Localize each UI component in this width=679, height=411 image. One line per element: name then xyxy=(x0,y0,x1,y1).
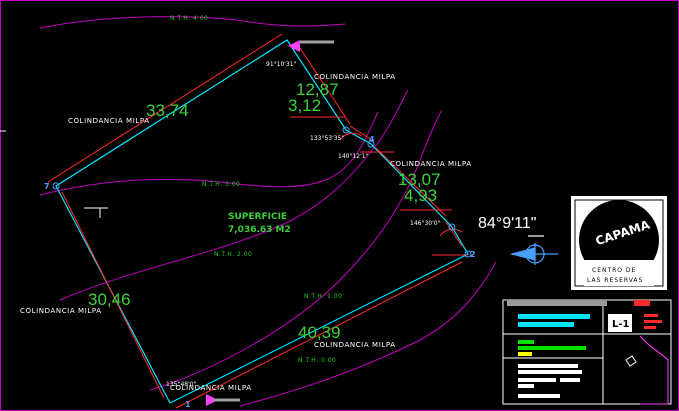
logo-text-line1: CENTRO DE xyxy=(592,267,636,274)
contour-label-0: N.T.H. 0.00 xyxy=(298,357,336,364)
azimuth-angle-label: 84°9'11" xyxy=(478,215,536,232)
distance-label: 30,46 xyxy=(88,290,131,309)
angle-label: 91°10'31" xyxy=(266,61,297,68)
distance-label: 12,87 xyxy=(296,80,339,99)
boundary-label: COLINDANCIA MILPA xyxy=(170,384,252,392)
contour-line-1 xyxy=(149,109,443,391)
cursor-crosshair-icon[interactable] xyxy=(84,207,108,218)
distance-label: 40,39 xyxy=(298,323,341,342)
distance-label: 3,12 xyxy=(288,96,321,115)
angle-label: 133°53'35" xyxy=(310,135,344,142)
vertex-markers xyxy=(52,40,472,406)
contour-label-2: N.T.H. 2.00 xyxy=(214,251,252,258)
boundary-label: COLINDANCIA MILPA xyxy=(68,117,150,125)
contour-lines xyxy=(39,16,497,407)
logo-block: CAPAMA CENTRO DE LAS RESERVAS xyxy=(571,196,667,290)
distance-label: 4,93 xyxy=(404,186,437,205)
north-arrow-icon xyxy=(509,235,558,265)
vertex-label: 7 xyxy=(44,182,50,191)
contour-line-4 xyxy=(39,16,346,29)
boundary-label: COLINDANCIA MILPA xyxy=(390,160,472,168)
vertex-label: 4 xyxy=(369,135,375,144)
logo-text-line2: LAS RESERVAS xyxy=(587,277,643,284)
contour-line-2 xyxy=(59,89,409,301)
boundary-label: COLINDANCIA MILPA xyxy=(20,307,102,315)
surface-value: 7,036.63 M2 xyxy=(228,225,291,235)
boundary-label: COLINDANCIA MILPA xyxy=(314,341,396,349)
angle-label: 140°12'1" xyxy=(338,153,369,160)
title-block: L-1 xyxy=(502,299,672,405)
boundary-label: COLINDANCIA MILPA xyxy=(314,73,396,81)
contour-label-4: N.T.H. 4.00 xyxy=(170,15,208,22)
contour-label-3: N.T.H. 3.00 xyxy=(202,181,240,188)
lot-polygon xyxy=(55,39,469,404)
vertex-label: 1 xyxy=(185,400,191,409)
distance-label: 33,74 xyxy=(146,101,189,120)
sheet-number: L-1 xyxy=(612,319,630,330)
vertex-label: 2 xyxy=(470,250,476,259)
contour-line-0 xyxy=(239,261,497,407)
angle-label: 135°48'0" xyxy=(166,381,197,388)
contour-label-1: N.T.H. 1.00 xyxy=(304,293,342,300)
surface-title: SUPERFICIE xyxy=(228,212,287,222)
contour-line-3 xyxy=(39,111,379,196)
distance-label: 13,07 xyxy=(398,170,441,189)
angle-label: 146°30'0" xyxy=(410,220,441,227)
